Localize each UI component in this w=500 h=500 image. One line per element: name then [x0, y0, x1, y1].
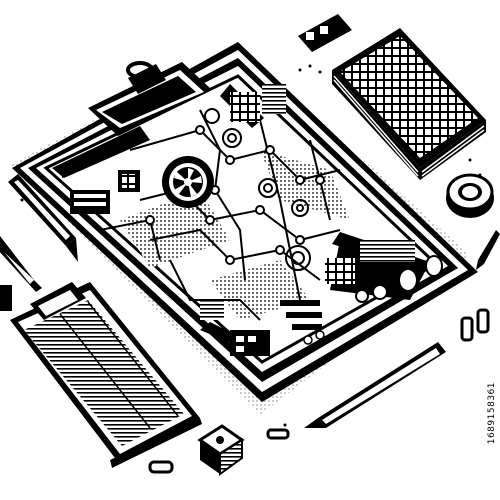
eraser	[298, 14, 352, 52]
small-block	[197, 424, 245, 476]
notebook-stack	[332, 28, 486, 180]
clipboard-clip	[88, 61, 212, 136]
clipboard-with-circuit-schematic	[12, 42, 478, 402]
control-panel	[280, 240, 443, 345]
pen	[304, 342, 446, 428]
paper-clips	[148, 308, 490, 474]
small-clipboard-form	[10, 282, 202, 468]
stock-id-watermark: 1689158361	[487, 382, 497, 445]
clip-tool	[0, 236, 42, 311]
gear-icon	[162, 156, 214, 208]
circuit-schematic-sheet	[43, 74, 443, 364]
tape-roll	[446, 173, 494, 218]
pencil	[476, 230, 500, 270]
pencil-left	[8, 174, 78, 262]
